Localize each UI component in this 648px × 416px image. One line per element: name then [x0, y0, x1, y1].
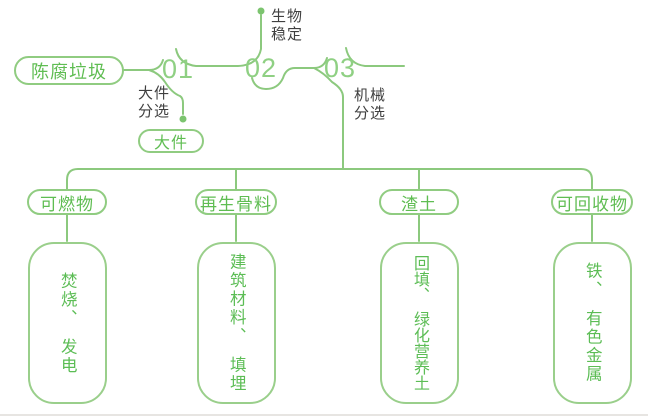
source-node: 陈腐垃圾	[14, 56, 124, 85]
result-box-building-materials: 建筑材料、 填埋	[196, 242, 276, 404]
result-text: 焚烧、 发电	[58, 271, 77, 375]
category-combustibles: 可燃物	[27, 189, 107, 215]
category-label: 可燃物	[40, 194, 94, 214]
flow-line-01-to-02	[175, 14, 262, 67]
bulky-item-node: 大件	[138, 129, 204, 153]
result-box-backfill: 回填、 绿化营养土	[379, 242, 459, 404]
step-number-02: 02	[245, 53, 278, 83]
distribution-bus	[66, 168, 593, 190]
category-label: 渣土	[401, 194, 437, 214]
step-number-01: 01	[162, 54, 195, 84]
bulky-item-label: 大件	[153, 135, 188, 152]
result-box-metals: 铁、 有色金属	[552, 242, 632, 404]
source-label: 陈腐垃圾	[31, 61, 107, 82]
dot-bio-branch	[257, 7, 265, 15]
flow-line-03-drop	[313, 67, 344, 169]
label-mechanical-sorting: 机械 分选	[354, 87, 387, 122]
step-number-03: 03	[324, 53, 357, 83]
label-bio-stabilization: 生物 稳定	[271, 8, 304, 43]
category-label: 可回收物	[556, 194, 628, 214]
category-slag-soil: 渣土	[379, 189, 459, 215]
category-recyclables: 可回收物	[551, 189, 633, 215]
result-text: 铁、 有色金属	[583, 262, 602, 384]
flow-line-01-drop	[148, 69, 184, 115]
flow-line-source-to-01	[123, 59, 164, 71]
flow-line-02-to-03	[251, 57, 328, 91]
result-box-incineration: 焚烧、 发电	[27, 242, 107, 404]
result-text: 建筑材料、 填埋	[227, 253, 246, 393]
label-bulky-sorting: 大件 分选	[138, 85, 171, 120]
result-text: 回填、 绿化营养土	[411, 255, 428, 391]
category-label: 再生骨料	[200, 194, 272, 214]
dot-bulky-branch	[179, 115, 187, 123]
category-recycled-aggregate: 再生骨料	[195, 189, 277, 215]
flow-line-03-tail	[345, 47, 405, 67]
